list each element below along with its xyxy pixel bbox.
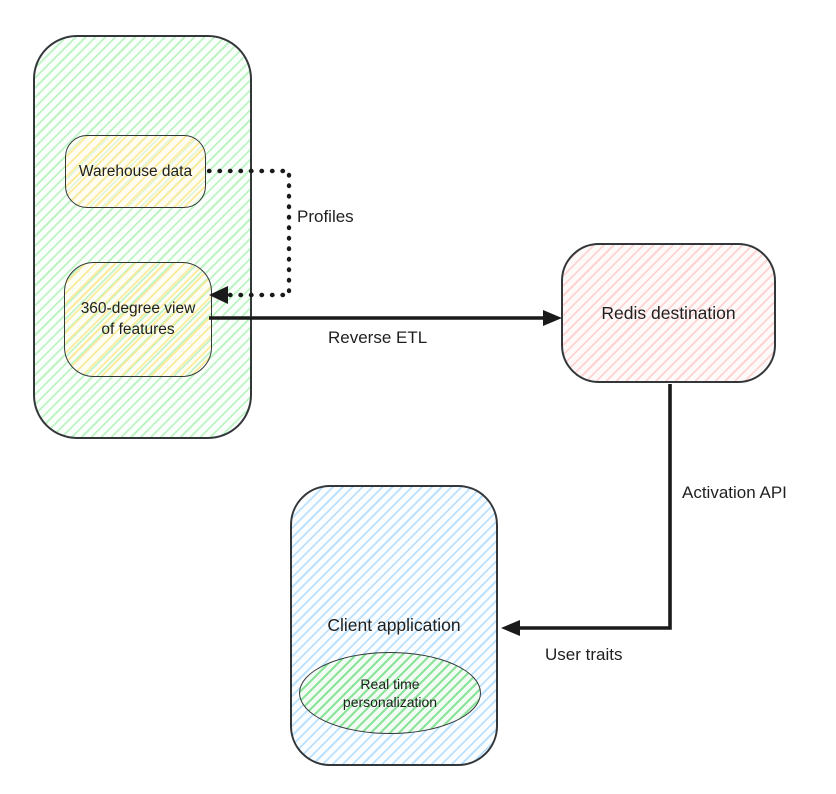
node-warehouse-data: Warehouse data xyxy=(65,135,206,208)
node-feature-view: 360-degree view of features xyxy=(64,262,212,377)
node-client-application-label: Client application xyxy=(327,615,461,635)
edge-label-user-traits: User traits xyxy=(545,645,623,664)
edge-activation-line xyxy=(516,384,672,630)
edge-label-reverse-etl: Reverse ETL xyxy=(328,328,428,347)
node-realtime-personalization: Real time personalization xyxy=(299,652,481,734)
warehouse-group-box xyxy=(33,35,252,439)
edge-activation-arrowhead xyxy=(501,620,520,636)
node-warehouse-data-label: Warehouse data xyxy=(78,162,193,180)
edge-label-activation-api: Activation API xyxy=(682,483,787,502)
node-redis-destination: Redis destination xyxy=(561,243,776,383)
edge-reverse-etl-arrowhead xyxy=(543,310,562,326)
node-realtime-personalization-label: Real time personalization xyxy=(342,675,438,710)
node-redis-destination-label: Redis destination xyxy=(601,302,736,323)
node-feature-view-label: 360-degree view of features xyxy=(80,299,196,338)
edge-label-profiles: Profiles xyxy=(297,207,354,226)
